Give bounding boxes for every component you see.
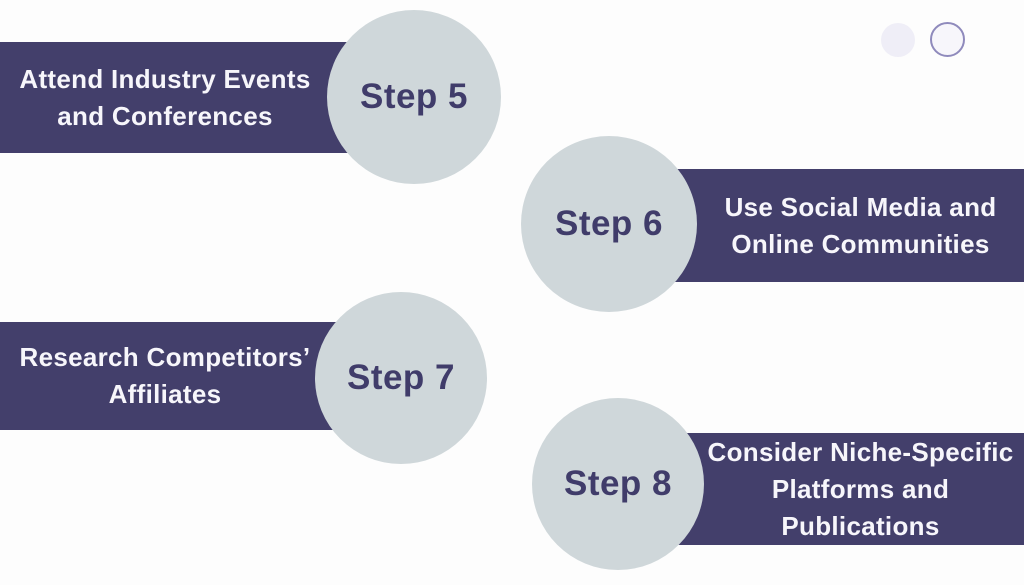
step-7-banner: Research Competitors’ Affiliates: [0, 322, 360, 430]
step-7-title-line: Affiliates: [108, 379, 222, 409]
decor-dot-filled: [881, 23, 915, 57]
step-5-circle: Step 5: [327, 10, 501, 184]
step-8-circle: Step 8: [532, 398, 704, 570]
step-7-title-line: Research Competitors’: [19, 342, 311, 372]
step-8-title-line: Platforms and: [771, 473, 950, 504]
step-8-number-label: Step 8: [563, 464, 673, 503]
step-5-number-label: Step 5: [359, 77, 469, 116]
step-6-title-line: Online Communities: [731, 228, 990, 259]
step-7-number-label: Step 7: [346, 358, 456, 397]
step-8-banner: Consider Niche-Specific Platforms and Pu…: [660, 433, 1024, 545]
step-6-title-line: Use Social Media and: [724, 191, 997, 222]
step-5-title-line: Attend Industry Events: [19, 63, 311, 94]
step-5-title-line: and Conferences: [57, 100, 273, 131]
step-8-title-line: Publications: [781, 510, 940, 541]
step-5-banner: Attend Industry Events and Conferences: [0, 42, 360, 153]
step-8-title-line: Consider Niche-Specific: [707, 436, 1014, 467]
step-6-number-label: Step 6: [554, 204, 664, 243]
step-6-circle: Step 6: [521, 136, 697, 312]
decor-dot-outlined: [930, 22, 965, 57]
step-6-banner: Use Social Media and Online Communities: [660, 169, 1024, 282]
step-7-circle: Step 7: [315, 292, 487, 464]
